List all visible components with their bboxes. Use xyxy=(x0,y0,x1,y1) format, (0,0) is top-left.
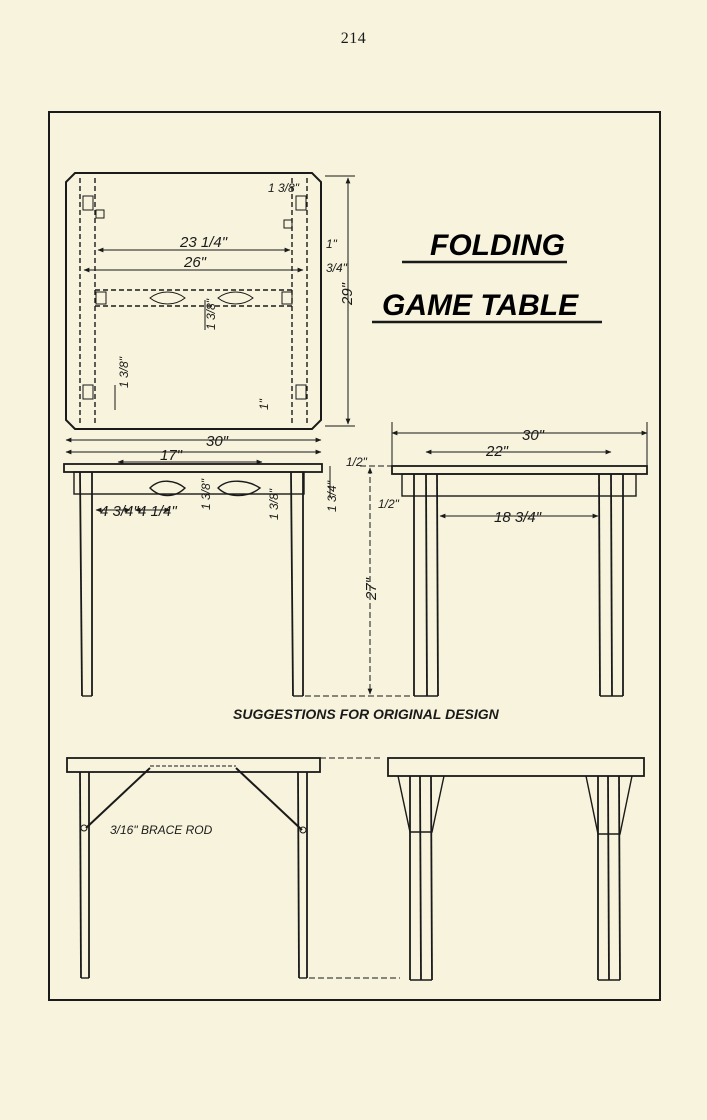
dim-1-bottom: 1" xyxy=(257,398,271,410)
dim-4-1-4: 4 1/4" xyxy=(138,503,177,520)
dim-1-2-top: 1/2" xyxy=(346,455,368,469)
side-view xyxy=(391,422,648,697)
alt-design-front xyxy=(66,757,400,979)
dim-23-1-4: 23 1/4" xyxy=(179,234,228,251)
dim-27: 27" xyxy=(363,577,380,601)
dim-29: 29" xyxy=(339,282,356,306)
front-view xyxy=(63,449,420,697)
page-number: 214 xyxy=(340,30,367,47)
dim-30-side: 30" xyxy=(522,427,545,444)
dim-4-3-4: 4 3/4" xyxy=(100,503,139,520)
dim-18-3-4: 18 3/4" xyxy=(494,509,542,526)
dim-17: 17" xyxy=(160,447,183,464)
dim-26: 26" xyxy=(183,254,207,271)
dim-22: 22" xyxy=(485,443,509,460)
dim-1-3-8-front-a: 1 3/8" xyxy=(199,478,213,510)
title-folding: FOLDING xyxy=(430,229,565,262)
top-view xyxy=(65,172,355,443)
dim-1-3-8-center: 1 3/8" xyxy=(204,298,218,330)
dim-1-3-4: 1 3/4" xyxy=(325,480,339,512)
dim-3-4: 3/4" xyxy=(326,261,348,275)
dim-1-inch: 1" xyxy=(326,237,338,251)
brace-rod-label: 3/16" BRACE ROD xyxy=(110,823,213,837)
dim-1-3-8-front-b: 1 3/8" xyxy=(267,488,281,520)
title-game-table: GAME TABLE xyxy=(382,289,579,322)
dim-1-2-side: 1/2" xyxy=(378,497,400,511)
alt-design-side xyxy=(387,757,645,981)
dim-1-3-8-left: 1 3/8" xyxy=(117,356,131,388)
dim-1-3-8-top: 1 3/8" xyxy=(268,181,300,195)
design-caption: SUGGESTIONS FOR ORIGINAL DESIGN xyxy=(233,706,500,722)
dim-30-top: 30" xyxy=(206,433,229,450)
drawing-frame xyxy=(48,111,661,1001)
